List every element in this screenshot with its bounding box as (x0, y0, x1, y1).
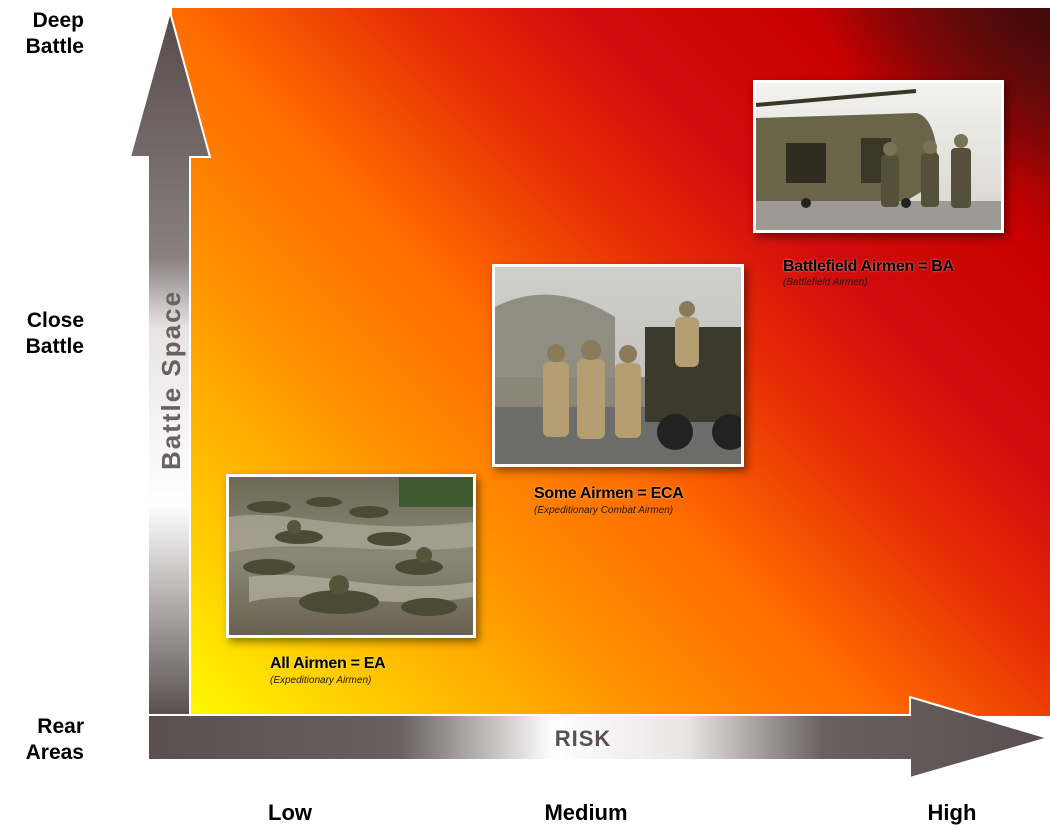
y-level-line: Rear (37, 715, 84, 738)
soldiers-by-humvee-photo (492, 264, 744, 467)
x-level-medium: Medium (544, 800, 628, 825)
group-ba-subtitle: (Battlefield Airmen) (783, 277, 868, 288)
x-axis-title: RISK (555, 726, 612, 751)
x-level-high: High (927, 800, 977, 825)
group-eca-subtitle: (Expeditionary Combat Airmen) (534, 505, 674, 516)
group-ea-title: All Airmen = EA (270, 655, 386, 672)
group-ba-title: Battlefield Airmen = BA (783, 258, 954, 275)
x-axis-arrow (147, 695, 1050, 780)
y-level-line: Close (26, 309, 84, 332)
soldiers-by-helicopter-photo (753, 80, 1004, 233)
y-level-rear-areas: Rear Areas (0, 714, 84, 766)
group-eca-title: Some Airmen = ECA (534, 485, 684, 502)
y-level-line: Battle (25, 335, 84, 358)
soldiers-crawling-in-mud-photo (226, 474, 476, 638)
y-level-line: Areas (25, 741, 84, 764)
y-level-line: Deep (32, 9, 84, 32)
x-level-low: Low (268, 800, 312, 825)
group-ea-subtitle: (Expeditionary Airmen) (270, 675, 372, 686)
y-level-close-battle: Close Battle (0, 308, 84, 360)
y-level-deep-battle: Deep Battle (0, 8, 84, 60)
y-axis-title: Battle Space (156, 290, 186, 470)
y-level-line: Battle (25, 35, 84, 58)
